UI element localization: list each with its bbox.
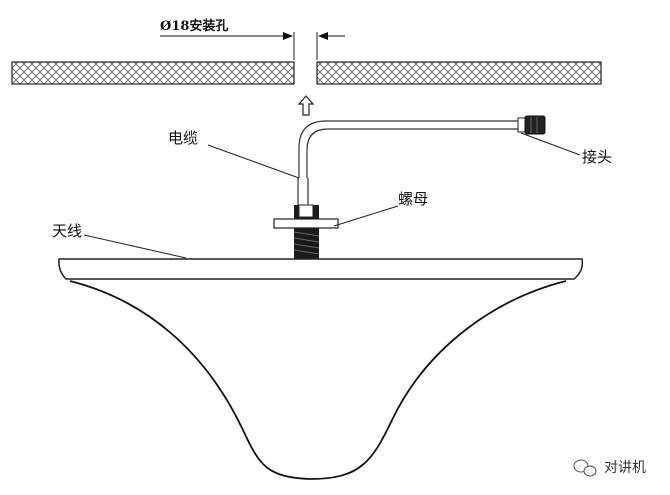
leader-lines (83, 132, 581, 259)
antenna-body (58, 258, 584, 480)
up-arrow-icon (297, 95, 315, 116)
threaded-stem (293, 228, 320, 260)
ceiling-panel (11, 61, 602, 85)
antenna-label: 天线 (52, 222, 82, 240)
connector-label: 接头 (582, 148, 612, 166)
hole-label: Ø18安装孔 (160, 18, 228, 34)
hole-dimension (160, 32, 345, 60)
cable (298, 120, 520, 178)
cable-label: 电缆 (168, 129, 198, 147)
watermark-text: 对讲机 (604, 460, 646, 476)
nut (273, 178, 339, 229)
connector (517, 115, 546, 135)
wechat-icon (573, 459, 597, 477)
nut-label: 螺母 (398, 190, 428, 208)
